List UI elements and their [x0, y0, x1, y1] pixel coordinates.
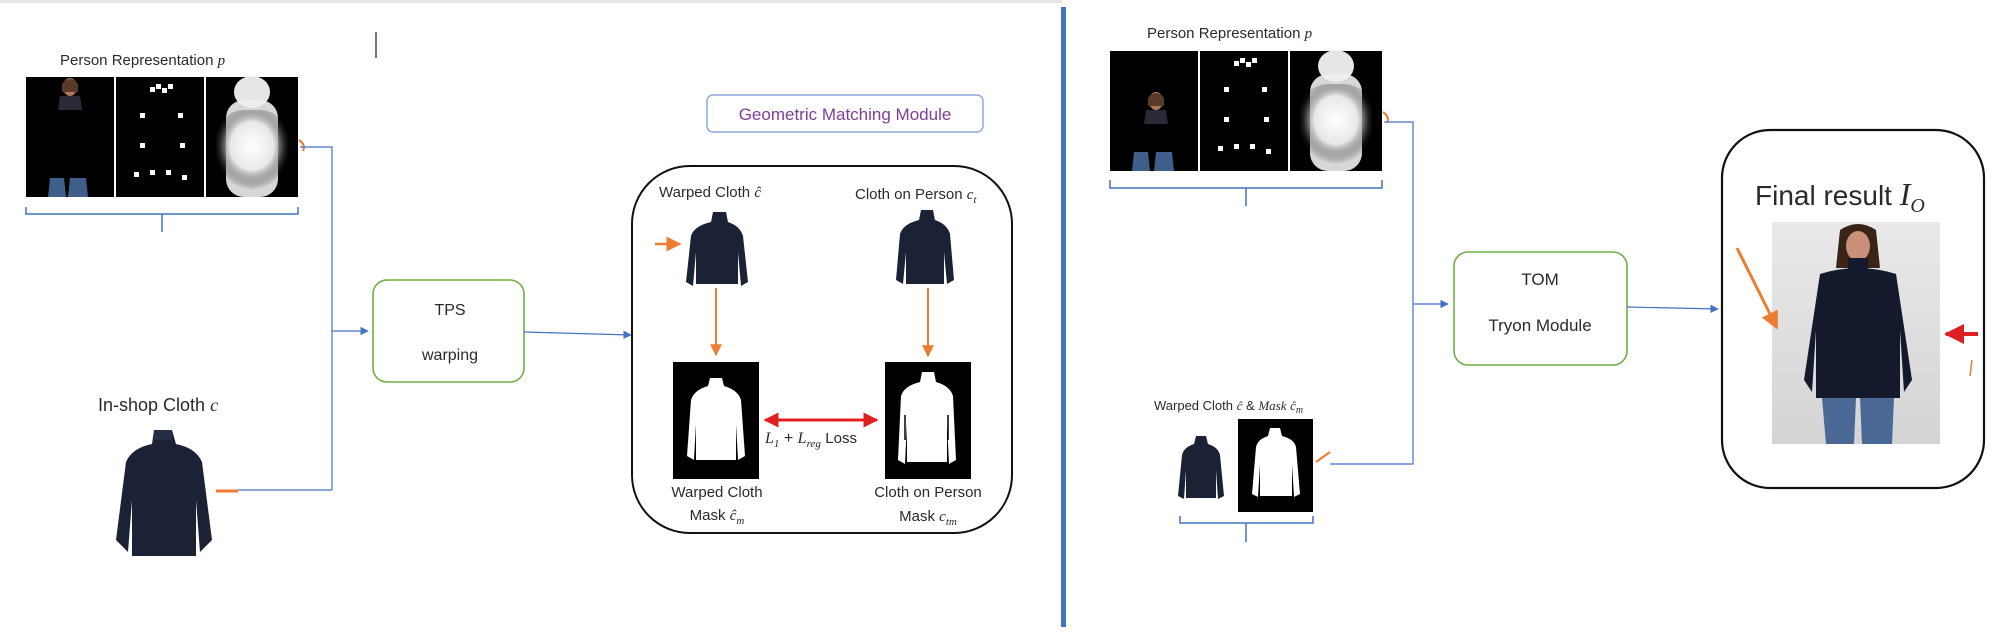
warped-cloth-title: Warped Cloth ĉ — [659, 184, 761, 201]
right-pose-keypoints-tile — [1200, 51, 1288, 171]
warped-mask-caption-line1: Warped Cloth — [671, 484, 762, 501]
tps-label-line1: TPS — [434, 302, 465, 319]
orange-tick-right — [1969, 359, 1973, 377]
inshop-sweater-image — [116, 430, 212, 556]
final-result-title: Final result IO — [1755, 176, 1925, 217]
loss-label: L1 + Lreg Loss — [764, 430, 857, 451]
arrow-tom-to-final — [1626, 304, 1719, 314]
person-mask-caption-line2: Mask ctm — [899, 508, 957, 528]
right-warped-mask-shape — [1252, 428, 1300, 497]
right-pose-keypoints — [1218, 58, 1271, 154]
connector-right-person-to-tom — [1330, 121, 1414, 465]
connector-person-to-tps — [300, 146, 333, 490]
right-person-rep-brace — [1109, 180, 1383, 206]
panel-divider — [1061, 7, 1066, 627]
final-result-photo — [1772, 222, 1940, 444]
right-orange-stub — [1382, 111, 1389, 124]
left-person-rep-brace — [25, 207, 299, 232]
right-person-photo — [1132, 92, 1174, 171]
arrow-tps-to-gmm — [523, 330, 632, 339]
right-body-shape-blur — [1300, 50, 1372, 171]
tps-label-line2: warping — [421, 347, 478, 364]
warped-cloth-mask-shape — [687, 378, 745, 460]
warped-cloth-mask-title: Warped Cloth ĉ & Mask ĉm — [1154, 398, 1303, 416]
tom-label-line1: TOM — [1521, 270, 1558, 289]
left-person-rep-title: Person Representation p — [60, 52, 226, 69]
person-photo — [48, 78, 88, 197]
tps-warping-box — [372, 279, 525, 383]
orange-arrow-into-final — [1735, 247, 1779, 330]
gmm-title: Geometric Matching Module — [739, 105, 952, 124]
pose-keypoints-tile — [116, 77, 204, 197]
top-border — [0, 0, 1062, 3]
cloth-on-person-sweater — [896, 210, 954, 284]
right-warped-mask-brace — [1179, 516, 1314, 542]
right-person-rep-title: Person Representation p — [1147, 25, 1313, 42]
right-warped-sweater — [1178, 436, 1224, 499]
inshop-cloth-title: In-shop Cloth c — [98, 395, 218, 415]
right-orange-stub-2 — [1315, 451, 1331, 463]
warped-mask-caption-line2: Mask ĉm — [690, 507, 745, 527]
orange-stub — [298, 139, 305, 152]
tom-tryon-box — [1453, 251, 1628, 366]
tom-label-line2: Tryon Module — [1488, 316, 1591, 335]
body-shape-blur — [216, 76, 288, 197]
gmm-title-box — [706, 94, 984, 133]
pose-keypoints — [134, 84, 187, 180]
right-person-rep-images — [1110, 50, 1389, 171]
cloth-on-person-mask-shape — [898, 372, 956, 464]
person-mask-caption-line1: Cloth on Person — [874, 484, 982, 501]
cloth-on-person-title: Cloth on Person ct — [855, 186, 977, 206]
left-person-rep-images — [26, 76, 305, 197]
warped-cloth-sweater — [686, 212, 748, 286]
